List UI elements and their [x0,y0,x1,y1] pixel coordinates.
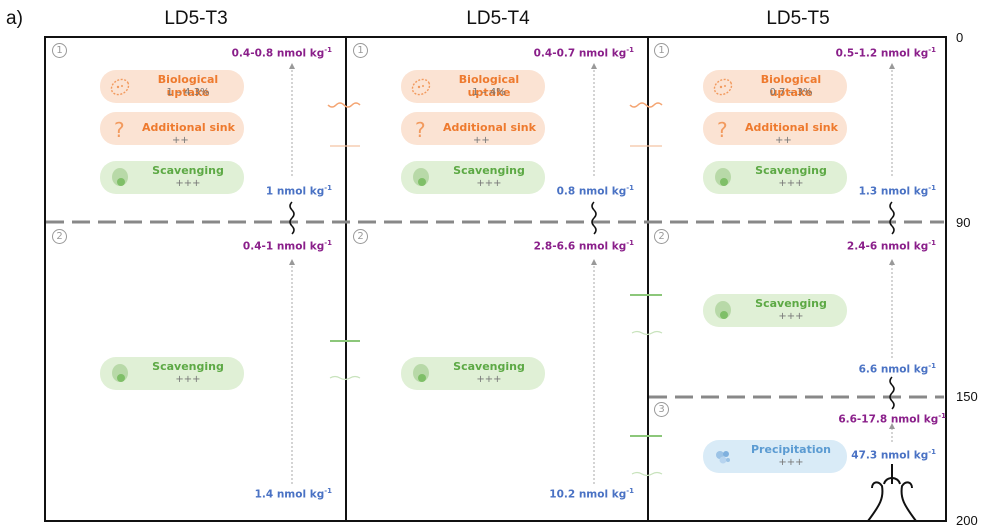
particle-icon [715,301,731,319]
t3-top-value: 0.4-0.8 nmol kg-1 [231,46,332,60]
t4-mid-value-upper: 0.8 nmol kg-1 [556,184,634,198]
wavy-arrow-icon [289,201,295,235]
t3-biological-uptake: Biological uptake 1 – 4.3% [100,70,244,103]
zone-marker-t3-2: 2 [52,229,67,244]
zone-marker-t5-3: 3 [654,402,669,417]
particle-icon [112,364,128,382]
particle-icon [112,168,128,186]
t4-biological-uptake: Biological uptake 1 – 4% [401,70,545,103]
question-mark-icon: ? [415,118,426,141]
bacteria-icon [713,78,733,96]
svg-text:?: ? [114,118,125,141]
precipitate-icon [716,451,730,464]
question-mark-icon: ? [717,118,728,141]
column-title-t4: LD5-T4 [466,8,530,29]
column-divider-1 [345,36,347,522]
column-divider-2 [647,36,649,522]
zone-marker-t4-2: 2 [353,229,368,244]
particle-icon [715,168,731,186]
zone-marker-t5-2: 2 [654,229,669,244]
svg-text:?: ? [717,118,728,141]
t5-bottom-value: 47.3 nmol kg-1 [851,448,936,462]
wavy-arrow-icon [591,201,597,235]
wavy-arrow-icon [889,201,895,235]
bacteria-icon [411,78,431,96]
t3-bottom-value: 1.4 nmol kg-1 [254,487,332,501]
t4-mid-value-lower: 2.8-6.6 nmol kg-1 [533,239,634,253]
depth-tick-90: 90 [956,215,971,230]
particle-icon [413,364,429,382]
panel-label: a) [6,8,23,29]
column-title-t3: LD5-T3 [164,8,228,29]
t5-mid-value-lower: 2.4-6 nmol kg-1 [846,239,936,253]
t3-scavenging-upper: Scavenging +++ [100,161,244,194]
t4-scavenging-upper: Scavenging +++ [401,161,545,194]
svg-text:?: ? [415,118,426,141]
diagram-frame [44,36,947,522]
t5-mid-value-upper: 1.3 nmol kg-1 [858,184,936,198]
t5-biological-uptake: Biological uptake 0.7 – 3% [703,70,847,103]
depth-tick-0: 0 [956,30,964,45]
question-mark-icon: ? [114,118,125,141]
t3-mid-value-lower: 0.4-1 nmol kg-1 [242,239,332,253]
column-title-t5: LD5-T5 [766,8,830,29]
zone-marker-t4-1: 1 [353,43,368,58]
wavy-arrow-icon [889,376,895,410]
t5-scavenging-lower: Scavenging +++ [703,294,847,327]
depth-tick-200: 200 [956,513,978,528]
t5-precipitation: Precipitation +++ [703,440,847,473]
bacteria-icon [110,78,130,96]
t3-additional-sink: ? Additional sink ++ [100,112,244,146]
t5-deep-value-lower: 6.6-17.8 nmol kg-1 [838,412,946,426]
t5-deep-value-upper: 6.6 nmol kg-1 [858,362,936,376]
zone-marker-t3-1: 1 [52,43,67,58]
particle-icon [413,168,429,186]
zone-marker-t5-1: 1 [654,43,669,58]
depth-tick-150: 150 [956,389,978,404]
t4-bottom-value: 10.2 nmol kg-1 [549,487,634,501]
t3-mid-value-upper: 1 nmol kg-1 [265,184,332,198]
t4-top-value: 0.4-0.7 nmol kg-1 [533,46,634,60]
t5-additional-sink: ? Additional sink ++ [703,112,847,146]
t3-scavenging-lower: Scavenging +++ [100,357,244,390]
t4-additional-sink: ? Additional sink ++ [401,112,545,146]
t5-top-value: 0.5-1.2 nmol kg-1 [835,46,936,60]
t5-scavenging-upper: Scavenging +++ [703,161,847,194]
hydrothermal-vent-icon [867,464,917,522]
t4-scavenging-lower: Scavenging +++ [401,357,545,390]
